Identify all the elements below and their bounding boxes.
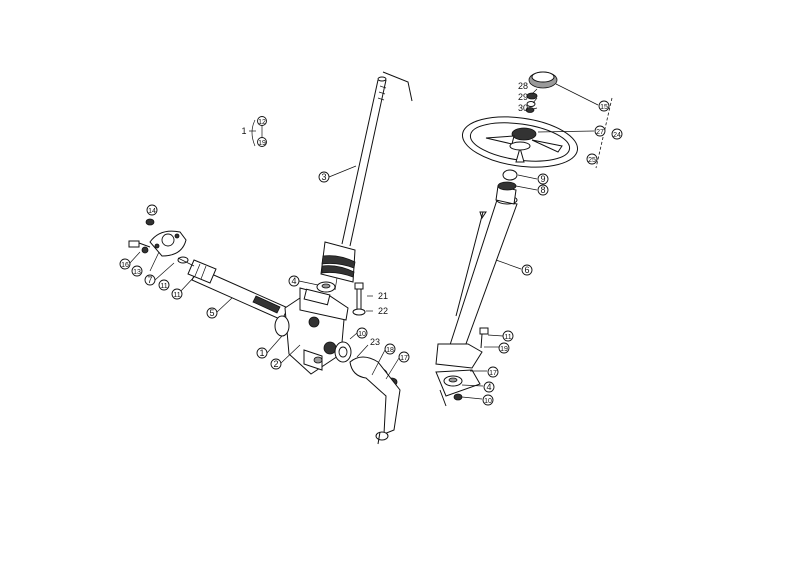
callout-label: 15 (600, 104, 608, 111)
callout-label: 3 (321, 172, 326, 182)
callout-label: 11 (504, 334, 511, 341)
callout-label: 9 (540, 174, 545, 184)
callout: 15 (598, 100, 610, 112)
steering-wheel (461, 71, 613, 169)
callout-label: 1 (241, 126, 246, 136)
callout: 5 (206, 307, 218, 319)
callout-label: 17 (489, 370, 497, 377)
callout-label: 24 (613, 132, 621, 139)
callout: 29 (518, 92, 528, 102)
callout-label: 19 (500, 346, 508, 353)
callout-label: 22 (378, 306, 388, 316)
callout: 21 (378, 291, 388, 301)
callout: 12 (257, 116, 267, 126)
callout: 18 (384, 343, 396, 355)
callout: 19 (498, 342, 510, 354)
callout: 27 (594, 125, 606, 137)
callout: 17 (487, 366, 499, 378)
callout-label: 6 (524, 265, 529, 275)
callout: 22 (378, 306, 388, 316)
callout-label: 10 (358, 331, 366, 338)
callout: 13 (131, 265, 143, 277)
callout: 11 (171, 288, 183, 300)
callout-label: 25 (588, 157, 596, 164)
callout: 25 (586, 153, 598, 165)
callout-label: 1 (259, 348, 264, 358)
callout-label: 10 (484, 398, 492, 405)
callout: 7 (144, 274, 156, 286)
callout-label: 21 (378, 291, 388, 301)
callout: 10 (482, 394, 494, 406)
callout: 30 (518, 103, 528, 113)
callout: 8 (537, 184, 549, 196)
callout: 14 (146, 204, 158, 216)
leader-lines (128, 83, 599, 400)
callout-label: 11 (173, 292, 180, 299)
callout-label: 28 (518, 81, 528, 91)
callout-label: 11 (160, 283, 167, 290)
callout: 4 (288, 275, 300, 287)
column-flange (128, 218, 195, 267)
callout: 2 (270, 358, 282, 370)
callout: 23 (370, 337, 380, 347)
callout-label: 18 (386, 347, 394, 354)
callout: 4 (483, 381, 495, 393)
callout-label: 30 (518, 103, 528, 113)
callout-label: 4 (291, 276, 296, 286)
steering-gearbox (187, 259, 401, 445)
callout-label: 2 (273, 359, 278, 369)
callout: 11 (158, 279, 170, 291)
callout-label: 8 (540, 185, 545, 195)
callout: 16 (119, 258, 131, 270)
callout: 28 (518, 81, 528, 91)
callout: 6 (521, 264, 533, 276)
steering-shaft-upper (316, 71, 413, 293)
callout-label: 5 (209, 308, 214, 318)
callout: 24 (611, 128, 623, 140)
callout-label: 4 (486, 382, 491, 392)
callout: 1 (256, 347, 268, 359)
callout: 1 (241, 126, 246, 136)
callout-label: 16 (121, 262, 129, 269)
callout-label: 12 (258, 119, 266, 126)
callout-label: 27 (596, 129, 604, 136)
callout-label: 17 (400, 355, 408, 362)
steering-column (435, 169, 518, 407)
callout: 3 (318, 171, 330, 183)
callout-label: 23 (370, 337, 380, 347)
callout: 9 (537, 173, 549, 185)
callout: 19 (257, 137, 267, 147)
callout: 17 (398, 351, 410, 363)
callout: 10 (356, 327, 368, 339)
callout-label: 19 (258, 140, 266, 147)
callout-label: 7 (147, 275, 152, 285)
callout-label: 14 (148, 208, 156, 215)
callout-label: 29 (518, 92, 528, 102)
callout: 11 (502, 330, 514, 342)
callout-label: 13 (133, 269, 141, 276)
